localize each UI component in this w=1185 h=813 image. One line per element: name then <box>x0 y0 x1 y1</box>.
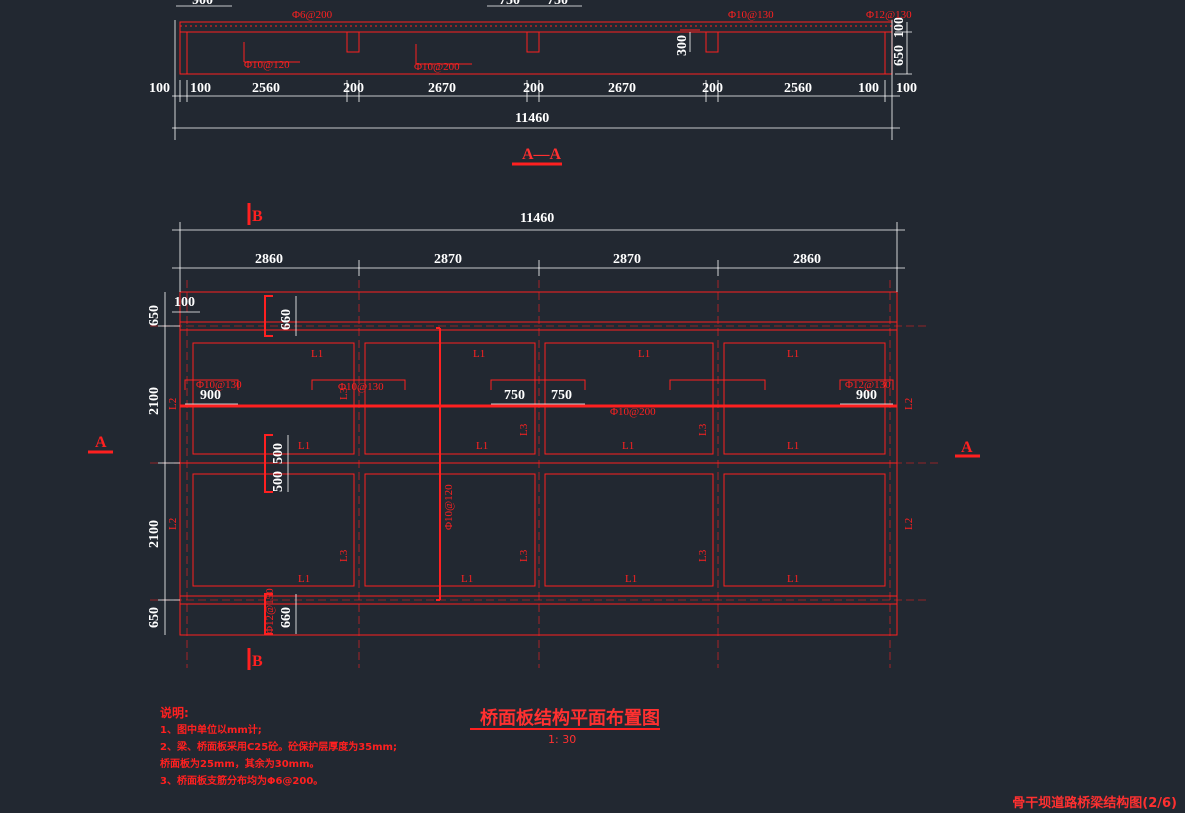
dim-text: 650 <box>892 45 907 66</box>
beam-label: L1 <box>622 440 634 452</box>
beam-label: L1 <box>638 348 650 360</box>
side-dim: 2100 <box>147 520 162 548</box>
plan-outline <box>179 291 898 636</box>
drawing-title: 骨干坝道路桥梁结构图(2/6) <box>1012 796 1177 811</box>
plan-total: 11460 <box>520 211 554 226</box>
beam-label: L1 <box>298 573 310 585</box>
section-aa-dim-text: 100 100 2560 200 2670 200 2670 200 2560 … <box>149 0 917 126</box>
beam-label: L2 <box>167 518 179 530</box>
dim-900: 900 <box>200 388 221 403</box>
dim-total: 11460 <box>515 111 549 126</box>
rebar-label: Φ10@130 <box>728 9 774 21</box>
dim-text: 900 <box>192 0 213 8</box>
note-item: 2、梁、桥面板采用C25砼。砼保护层厚度为35mm; <box>160 742 397 753</box>
section-mark-a: A <box>961 439 973 456</box>
section-mark-b: B <box>252 208 263 225</box>
dim-500: 500 <box>271 443 286 464</box>
dim-text: 2670 <box>428 81 456 96</box>
beam-label: L1 <box>461 573 473 585</box>
dim-text: 200 <box>523 81 544 96</box>
section-title: A—A <box>522 146 562 163</box>
section-marks: A A B B <box>88 203 980 670</box>
dim-text: 2560 <box>784 81 812 96</box>
beam-label: L1 <box>298 440 310 452</box>
span-dim: 2860 <box>255 252 283 267</box>
rebar-label: Φ10@130 <box>338 381 384 393</box>
dim-500: 500 <box>271 471 286 492</box>
rebar-label: Φ10@200 <box>414 61 460 73</box>
plan-dim-text: 11460 2860 2870 2870 2860 650 2100 2100 … <box>147 211 877 628</box>
beam-label: L1 <box>473 348 485 360</box>
beam-label: L2 <box>903 398 915 410</box>
rebar-label: Φ10@200 <box>610 406 656 418</box>
plan-scale: 1: 30 <box>548 733 577 746</box>
beam-label: L3 <box>518 549 530 562</box>
dim-text: 2670 <box>608 81 636 96</box>
side-dim: 650 <box>147 305 162 326</box>
note-item: 桥面板为25mm，其余为30mm。 <box>160 759 320 770</box>
dim-text: 300 <box>675 35 690 56</box>
beam-label: L3 <box>338 549 350 562</box>
beam-label: L3 <box>518 423 530 436</box>
rebar-label: Φ10@130 <box>196 379 242 391</box>
note-item: 1、图中单位以mm计; <box>160 725 262 736</box>
span-dim: 2870 <box>434 252 462 267</box>
span-dim: 2860 <box>793 252 821 267</box>
beam-label: L1 <box>787 573 799 585</box>
plan-title: 桥面板结构平面布置图 <box>480 708 660 729</box>
beam-label: L1 <box>625 573 637 585</box>
dim-text: 200 <box>343 81 364 96</box>
rebar-label: Φ12@150 <box>264 588 276 634</box>
rebar-label: Φ10@120 <box>443 484 455 530</box>
section-aa <box>179 21 893 75</box>
section-mark-b: B <box>252 653 263 670</box>
beam-label: L1 <box>311 348 323 360</box>
side-dim: 650 <box>147 607 162 628</box>
dim-text: 750 <box>547 0 568 8</box>
side-dim: 2100 <box>147 387 162 415</box>
dim-750: 750 <box>504 388 525 403</box>
notes-header: 说明: <box>160 706 189 720</box>
note-item: 3、桥面板支筋分布均为Φ6@200。 <box>160 776 324 787</box>
dim-660: 660 <box>279 309 294 330</box>
dim-text: 750 <box>499 0 520 8</box>
dim-text: 100 <box>892 17 907 38</box>
dim-text: 100 <box>190 81 211 96</box>
plan-gridlines <box>150 280 940 668</box>
plan-beam-labels: L1 L1 L1 L1 L1 L1 L1 L1 L1 L1 L1 L1 L2 L… <box>167 348 915 634</box>
beam-label: L3 <box>338 387 350 400</box>
dim-900: 900 <box>856 388 877 403</box>
dim-660: 660 <box>279 607 294 628</box>
dim-text: 100 <box>858 81 879 96</box>
beam-label: L2 <box>903 518 915 530</box>
dim-750: 750 <box>551 388 572 403</box>
edge-dim: 100 <box>174 295 195 310</box>
beam-label: L3 <box>697 423 709 436</box>
dim-text: 100 <box>149 81 170 96</box>
rebar-label: Φ6@200 <box>292 9 333 21</box>
span-dim: 2870 <box>613 252 641 267</box>
beam-label: L2 <box>167 398 179 410</box>
beam-label: L1 <box>476 440 488 452</box>
section-mark-a: A <box>95 434 107 451</box>
dim-text: 200 <box>702 81 723 96</box>
rebar-label: Φ10@120 <box>244 59 290 71</box>
beam-label: L1 <box>787 348 799 360</box>
notes-block: 说明: 1、图中单位以mm计; 2、梁、桥面板采用C25砼。砼保护层厚度为35m… <box>160 705 397 790</box>
rebar-label: Φ12@130 <box>866 9 912 21</box>
section-aa-dims <box>172 5 912 140</box>
dim-text: 2560 <box>252 81 280 96</box>
beam-label: L1 <box>787 440 799 452</box>
beam-label: L3 <box>697 549 709 562</box>
rebar-label: Φ12@130 <box>845 379 891 391</box>
plan-dims <box>158 222 905 635</box>
dim-text: 100 <box>896 81 917 96</box>
